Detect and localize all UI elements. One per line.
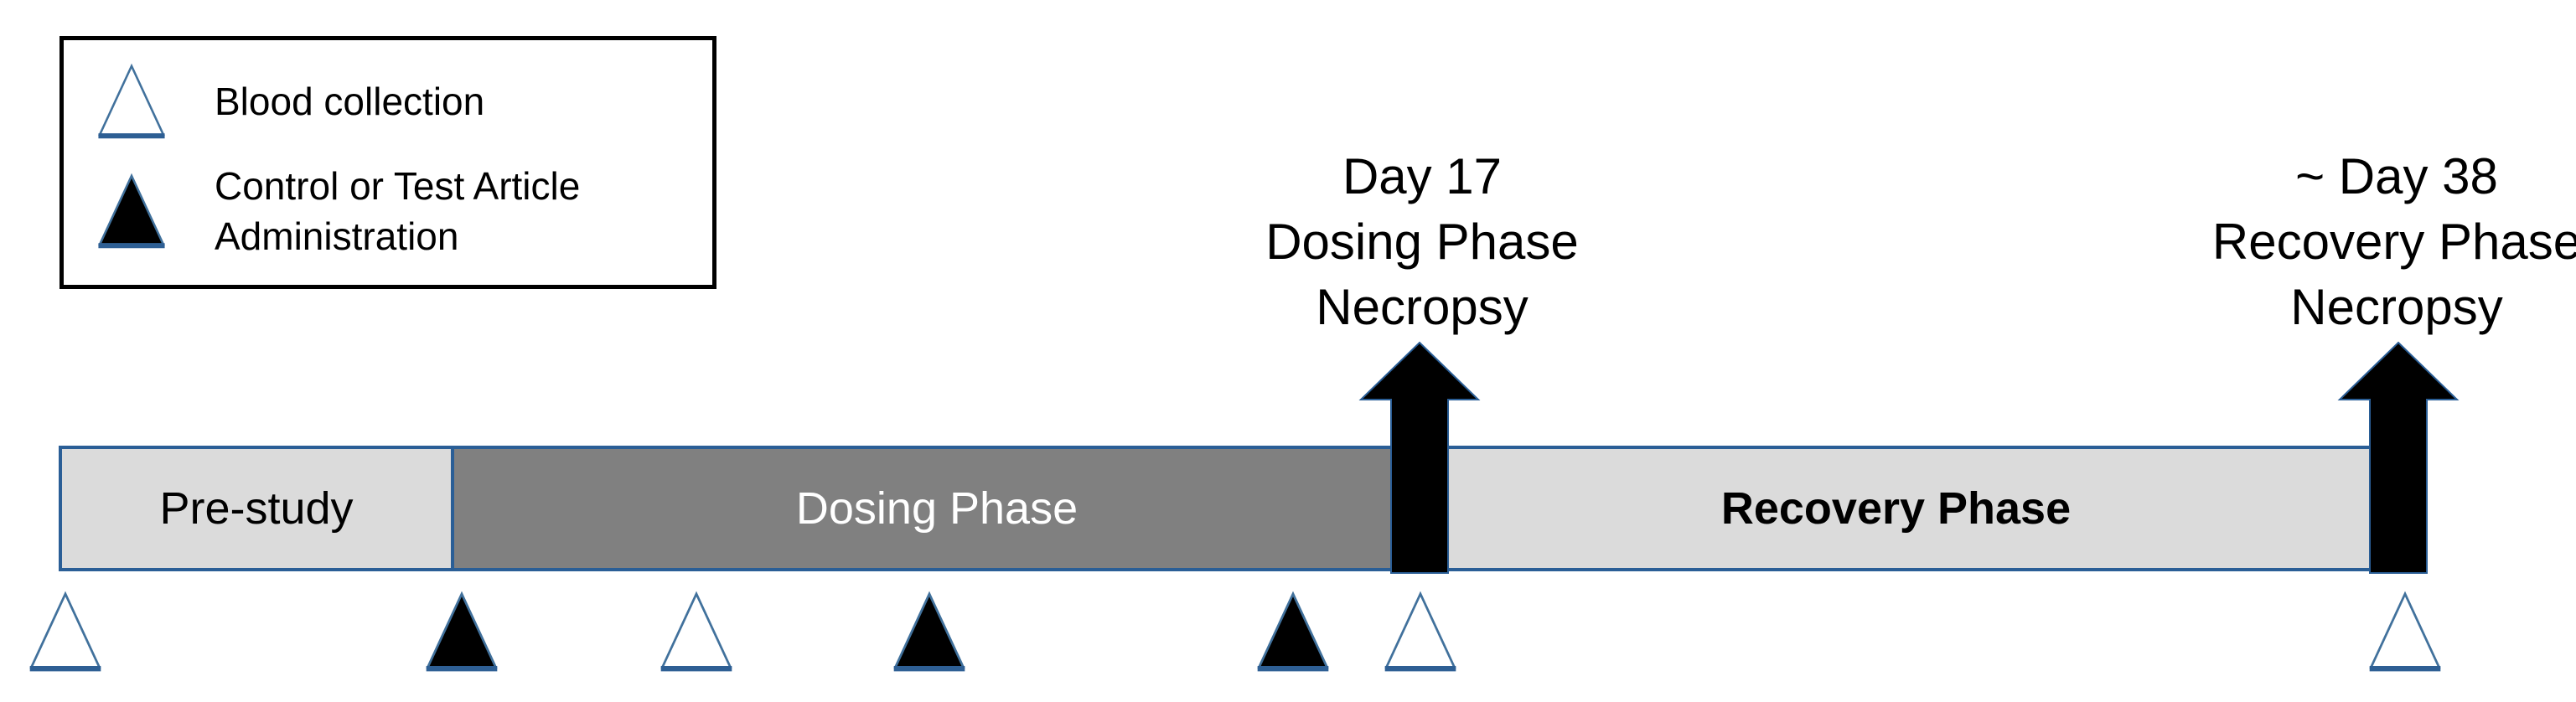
- phase-segment-dosing-phase: Dosing Phase: [451, 446, 1423, 571]
- phase-label: Recovery Phase: [1720, 483, 2072, 534]
- dosing-phase-necropsy-arrow: [1358, 341, 1481, 574]
- phase-segment-pre-study: Pre-study: [59, 446, 454, 571]
- blood-collection-marker-icon: [29, 591, 101, 672]
- blood-collection-marker-icon: [1384, 591, 1456, 672]
- administration-marker-icon: [893, 591, 965, 672]
- annotation-line: Day 17: [1342, 148, 1503, 204]
- annotation-line: ~ Day 38: [2295, 148, 2498, 204]
- annotation-line: Recovery Phase: [2211, 214, 2576, 270]
- annotation-line: Dosing Phase: [1265, 214, 1579, 270]
- annotation-line: Necropsy: [2290, 279, 2503, 335]
- annotation-line: Necropsy: [1316, 279, 1529, 335]
- open-triangle-icon: [96, 59, 168, 144]
- phase-label: Dosing Phase: [795, 483, 1079, 534]
- blood-collection-marker-icon: [2369, 591, 2441, 672]
- blood-collection-marker-icon: [660, 591, 732, 672]
- legend-label: Control or Test Article Administration: [215, 164, 581, 258]
- open-triangle-icon: [98, 63, 165, 139]
- phase-segment-recovery-phase: Recovery Phase: [1420, 446, 2372, 571]
- legend-item-administration: Control or Test Article Administration: [96, 161, 687, 261]
- filled-triangle-icon: [98, 173, 165, 249]
- legend-label: Blood collection: [215, 80, 485, 123]
- legend-item-blood-collection: Blood collection: [96, 59, 687, 144]
- filled-triangle-icon: [96, 168, 168, 254]
- administration-marker-icon: [426, 591, 498, 672]
- recovery-phase-necropsy-arrow: [2337, 341, 2460, 574]
- phase-label: Pre-study: [159, 483, 354, 534]
- administration-marker-icon: [1257, 591, 1329, 672]
